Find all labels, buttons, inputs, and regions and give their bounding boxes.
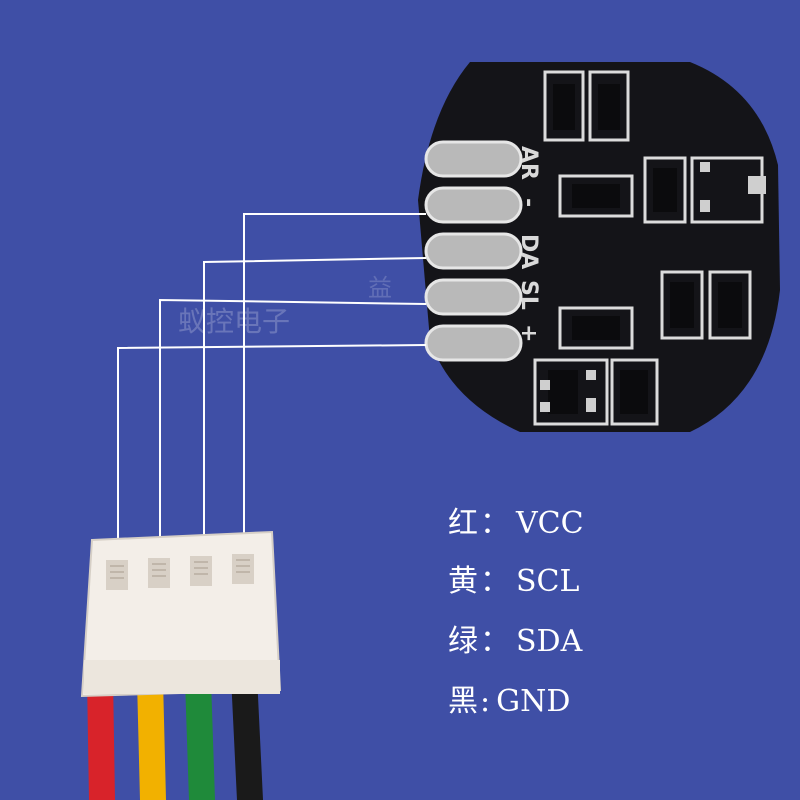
chip-bodies xyxy=(548,84,742,414)
silk-label-ar: AR xyxy=(516,146,541,180)
silk-label-sl: SL xyxy=(516,280,541,310)
legend-color-word: 黑 xyxy=(448,684,478,719)
legend-signal: GND xyxy=(496,684,571,719)
solder-points xyxy=(540,162,766,412)
silkscreen-labels: AR - DA SL + xyxy=(516,146,541,342)
legend-row-vcc: 红：VCC xyxy=(448,498,584,542)
legend-row-scl: 黄：SCL xyxy=(448,556,579,600)
silk-label-plus: + xyxy=(516,324,541,342)
jst-connector xyxy=(80,530,282,698)
line-gnd xyxy=(243,213,426,548)
wire-black xyxy=(231,663,263,800)
wire-green xyxy=(185,667,215,800)
line-scl xyxy=(159,298,427,548)
legend-separator: : xyxy=(480,684,491,719)
wires xyxy=(87,663,263,800)
connection-lines xyxy=(117,213,427,548)
watermark-text-2: 益 xyxy=(368,274,392,302)
legend-signal: SCL xyxy=(516,564,580,599)
silk-label-da: DA xyxy=(516,234,541,269)
wire-red xyxy=(87,665,115,800)
legend-signal: VCC xyxy=(516,506,584,541)
legend-color-word: 黄 xyxy=(448,564,478,599)
legend-color-word: 红 xyxy=(448,506,478,541)
legend-signal: SDA xyxy=(516,624,583,659)
legend-separator: ： xyxy=(480,506,510,541)
wire-yellow xyxy=(137,667,166,800)
legend-row-gnd: 黑:GND xyxy=(448,676,570,720)
line-sda xyxy=(203,257,427,548)
silk-label-minus: - xyxy=(516,198,541,207)
legend-row-sda: 绿：SDA xyxy=(448,616,582,660)
line-vcc xyxy=(117,344,427,548)
smd-components xyxy=(533,70,764,426)
legend-color-word: 绿 xyxy=(448,624,478,659)
edge-pads xyxy=(424,140,523,362)
legend-separator: ： xyxy=(480,564,510,599)
pcb-board: AR - DA SL + xyxy=(418,62,780,432)
watermark-text: 蚁控电子 xyxy=(178,305,291,338)
legend-separator: ： xyxy=(480,624,510,659)
